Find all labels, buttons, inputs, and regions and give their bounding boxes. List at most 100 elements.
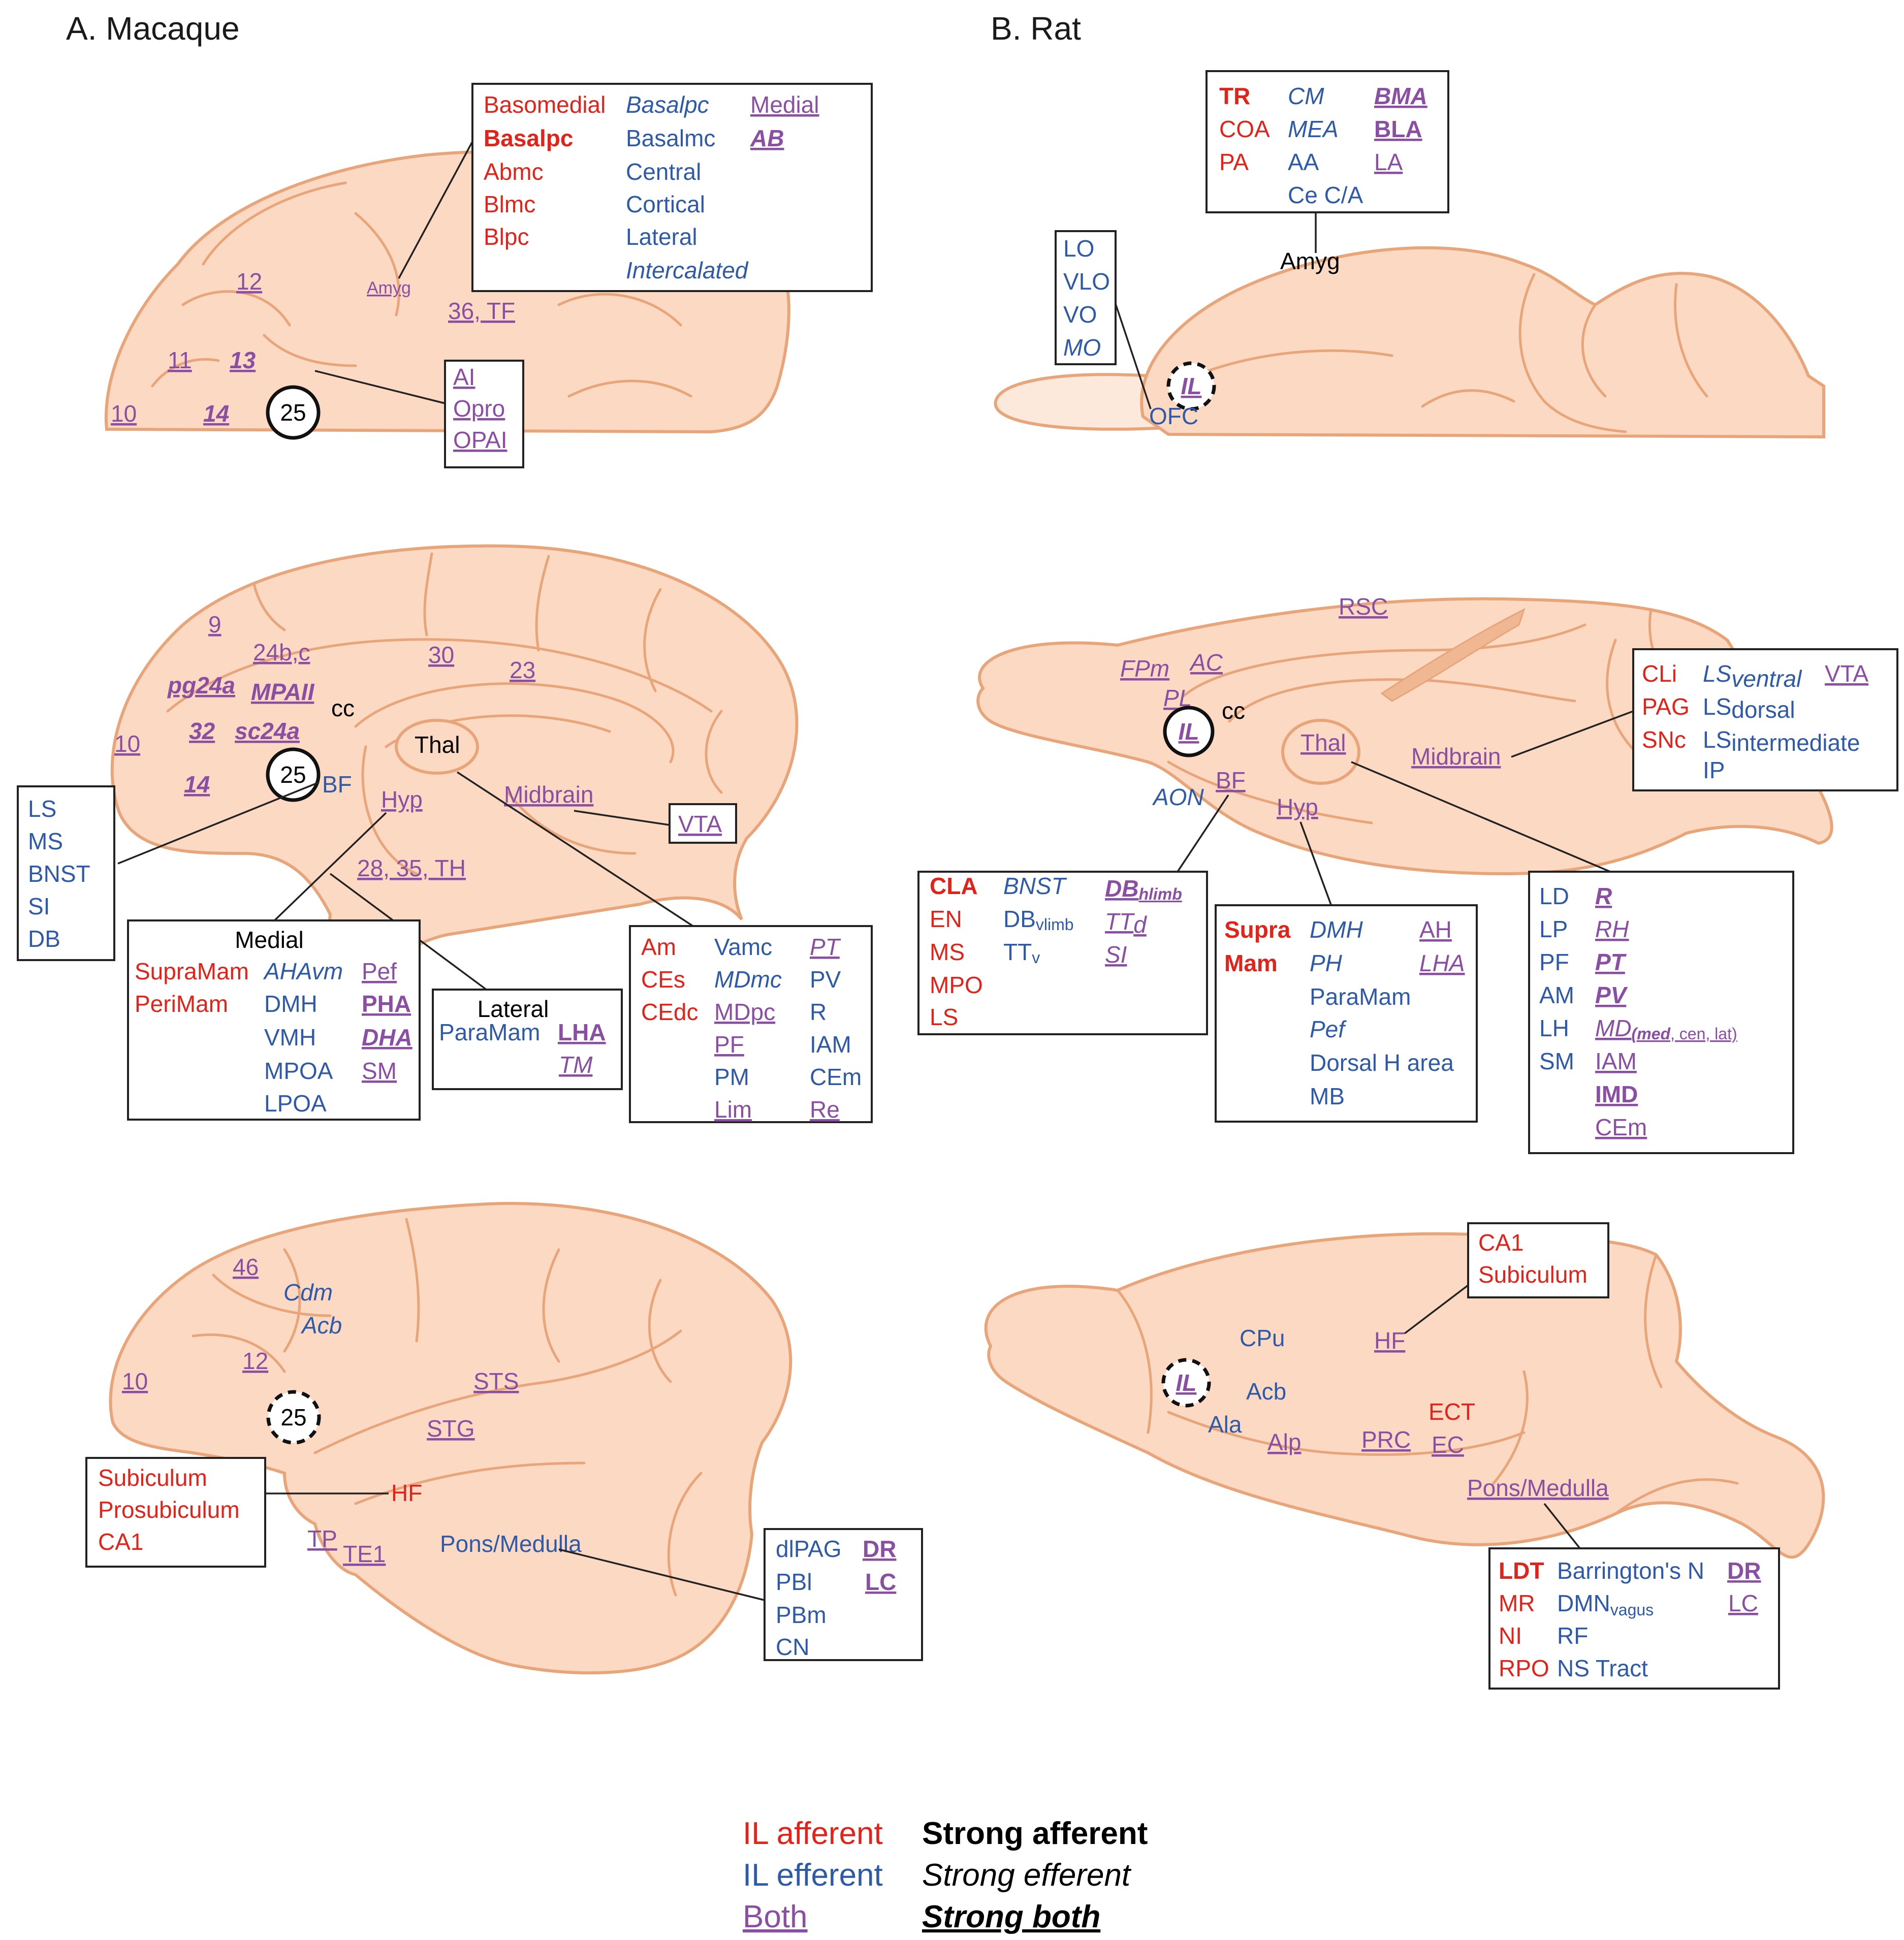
rat2-bf-leader [1177, 794, 1229, 872]
rat1-amyg-c1-2: PA [1219, 149, 1249, 175]
legend-strong-afferent: Strong afferent [922, 1816, 1148, 1851]
mac1-insula-box [444, 360, 524, 468]
rat3-area-acb: Acb [1246, 1378, 1286, 1405]
mac1-insula-0: AI [453, 364, 475, 390]
rat2-bf-c3-0: DBhlimb [1105, 875, 1182, 903]
rat3-area-il-circle [1161, 1358, 1211, 1408]
rat3-area-hf: HF [1374, 1327, 1405, 1354]
rat1-ofc-leader [1114, 302, 1152, 409]
rat2-bf-c3-0-main: DB [1105, 875, 1138, 902]
rat3-fold [1116, 1289, 1153, 1434]
mac2-area-sc24a: sc24a [235, 718, 300, 744]
mac1-insula-1: Opro [453, 395, 505, 422]
mac2-bf-box [17, 785, 115, 961]
mac2-medial-c2-0: AHAvm [263, 958, 343, 984]
mac3-area-stg: STG [427, 1415, 475, 1442]
mac2-bf-3: SI [28, 893, 50, 919]
rat3-area-ect: ECT [1429, 1398, 1475, 1425]
rat3-hf-1: Subiculum [1478, 1261, 1588, 1288]
macaque-medial-fold [643, 588, 662, 692]
rat1-brain-outline [1140, 246, 1825, 439]
mac1-area-13: 13 [230, 347, 256, 373]
rat2-bf-c2-0: BNST [1003, 873, 1067, 899]
mac2-thal-c2-3: PF [714, 1031, 744, 1058]
macaque-ventral-fold [354, 212, 400, 316]
mac2-medial-c2-3: MPOA [264, 1058, 333, 1084]
mac3-area-sts: STS [473, 1368, 519, 1394]
mac2-thal-c2-2: MDpc [714, 999, 775, 1025]
macaque-ventral-fold [567, 379, 692, 398]
macaque-medial-fold [535, 555, 550, 652]
macaque-medial-fold [423, 552, 433, 637]
macaque-medial-view: 9 24b,c 30 23 pg24a MPAII cc Thal 32 sc2… [17, 544, 873, 1123]
mac1-amyg-c1-1: Basalpc [484, 125, 573, 151]
mac2-area-mpaii: MPAII [251, 679, 315, 705]
mac3-hf-box [85, 1457, 266, 1568]
rat-lateral-view-2: CPu HF IL Acb Ala Alp PRC ECT EC Pons/Me… [984, 1222, 1825, 1690]
macaque-ventral-fold [263, 334, 357, 367]
rat2-thal-md-sub-med: (med [1632, 1025, 1671, 1043]
rat2-area-bf: BF [1216, 767, 1246, 793]
rat2-bf-box [917, 871, 1208, 1035]
rat3-hf-box [1467, 1222, 1609, 1298]
rat3-pons-dmn-main: DMN [1557, 1590, 1610, 1616]
rat1-amyg-c3-1: BLA [1374, 116, 1422, 142]
rat3-pons-c1-2: NI [1499, 1623, 1522, 1649]
rat2-fold [1167, 760, 1373, 824]
mac2-area-10: 10 [114, 730, 140, 757]
rat2-area-fpm: FPm [1120, 655, 1169, 682]
macaque-lateral-fold [667, 1472, 703, 1597]
rat2-thal-md-sub-rest: , cen, lat) [1670, 1025, 1737, 1043]
mac3-area-10: 10 [122, 1368, 148, 1394]
mac2-medial-c2-1: DMH [264, 991, 318, 1017]
mac2-medial-c3-2: DHA [362, 1024, 412, 1051]
mac2-bf-0: LS [28, 796, 56, 822]
mac2-area-24bc: 24b,c [253, 639, 310, 665]
rat2-thal-c2-5: IAM [1595, 1048, 1637, 1074]
mac2-area-32: 32 [189, 718, 215, 744]
rat1-amyg-c3-2: LA [1374, 149, 1403, 175]
rat2-hyp-c3-0: AH [1419, 916, 1452, 943]
mac2-thal-c1-2: CEdc [641, 999, 698, 1025]
rat2-thal-c1-0: LD [1539, 883, 1569, 909]
mac2-thal-c1-0: Am [641, 934, 676, 960]
rat1-fold [1674, 283, 1708, 398]
rat2-bf-c1-2: MS [930, 939, 965, 965]
mac1-area-amyg: Amyg [367, 278, 411, 298]
mac3-area-acb: Acb [300, 1312, 342, 1339]
rat2-mid-c1-0: CLi [1642, 660, 1677, 687]
rat2-midbrain-leader [1511, 710, 1634, 758]
mac1-insula-leader [314, 370, 448, 405]
rat2-area-il: IL [1179, 718, 1199, 745]
rat3-fold [1329, 1431, 1526, 1456]
rat2-hyp-leader [1299, 821, 1337, 919]
mac2-vta-leader [574, 810, 670, 826]
rat3-fold [1644, 1253, 1663, 1388]
mac2-medial-c3-0: Pef [362, 958, 397, 984]
rat2-area-aon: AON [1152, 784, 1204, 810]
macaque-lateral-brain-outline [109, 1202, 792, 1675]
macaque-lateral-fold [283, 1248, 301, 1353]
rat2-brain-outline [976, 597, 1833, 876]
rat1-amyg-box [1205, 70, 1449, 213]
mac2-vta-box [669, 803, 737, 844]
macaque-medial-fold [705, 710, 723, 794]
mac1-amyg-c1-4: Blpc [484, 224, 529, 250]
rat2-mid-c1-1: PAG [1642, 693, 1690, 720]
mac2-bf-2: BNST [28, 861, 90, 887]
macaque-medial-fold [361, 745, 418, 875]
mac3-area-25-circle [266, 1390, 321, 1445]
rat2-fold [1182, 623, 1586, 697]
rat2-bf-c1-4: LS [930, 1004, 958, 1030]
mac3-pons-c2-0: DR [863, 1536, 896, 1562]
mac2-medial-c3-3: SM [362, 1058, 397, 1084]
macaque-medial-fold [506, 791, 637, 855]
rat3-pons-c1-1: MR [1499, 1590, 1535, 1616]
macaque-ventral-view: 12 Amyg 36, TF 11 13 10 14 25 Basomedial… [105, 83, 873, 468]
rat2-hyp-c2-3: Pef [1310, 1016, 1347, 1042]
mac1-amyg-c1-0: Basomedial [484, 91, 606, 118]
rat1-ofc-1: VLO [1063, 268, 1110, 295]
mac1-amyg-c3-0: Medial [750, 91, 819, 118]
rat2-bf-c3-1-main: TT [1105, 908, 1135, 935]
mac1-amyg-c2-5: Intercalated [626, 257, 749, 283]
